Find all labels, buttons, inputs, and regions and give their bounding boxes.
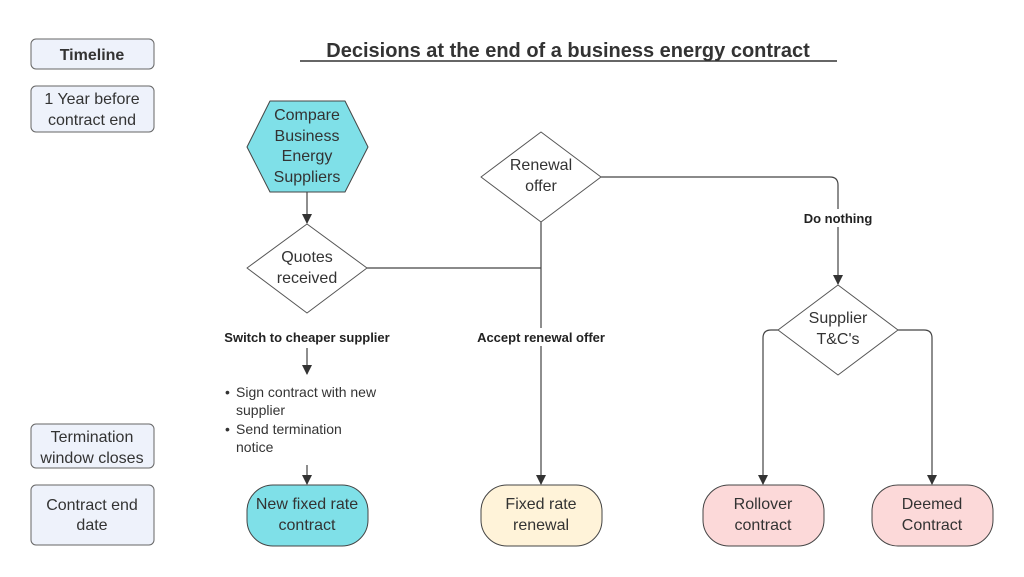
- supplier-tc-decision: Supplier T&C's: [777, 284, 899, 376]
- timeline-stage-1-year: 1 Year before contract end: [30, 85, 155, 133]
- node-label: offer: [525, 178, 557, 195]
- node-label: received: [277, 270, 337, 287]
- new-fixed-rate-contract-node: New fixed rate contract: [246, 484, 369, 547]
- stage-label: 1 Year before: [44, 91, 139, 108]
- node-label: Rollover: [734, 496, 793, 513]
- stage-label: Termination: [51, 429, 134, 446]
- node-label: contract: [735, 517, 792, 534]
- node-label: Deemed: [902, 496, 962, 513]
- compare-suppliers-node: Compare Business Energy Suppliers: [246, 100, 369, 193]
- stage-label: date: [76, 517, 107, 534]
- quotes-received-decision: Quotes received: [246, 223, 368, 314]
- node-label: Supplier: [809, 310, 868, 327]
- stage-label: window closes: [39, 450, 143, 467]
- node-label: Compare: [274, 107, 340, 124]
- rollover-contract-node: Rollover contract: [702, 484, 825, 547]
- node-label: renewal: [513, 517, 569, 534]
- connectors: [302, 176, 937, 485]
- node-label: Fixed rate: [505, 496, 576, 513]
- bullet: •: [225, 421, 230, 437]
- stage-label: contract end: [48, 112, 136, 129]
- node-label: T&C's: [816, 331, 859, 348]
- edge-label-switch: Switch to cheaper supplier: [224, 330, 389, 345]
- node-label: Contract: [902, 517, 963, 534]
- renewal-offer-decision: Renewal offer: [480, 131, 602, 223]
- node-label: contract: [279, 517, 336, 534]
- node-label: Renewal: [510, 157, 572, 174]
- action-item: notice: [236, 439, 274, 455]
- action-item: Send termination: [236, 421, 342, 437]
- node-label: Business: [275, 128, 340, 145]
- edge-label-do-nothing: Do nothing: [804, 211, 873, 226]
- action-item: Sign contract with new: [236, 384, 377, 400]
- timeline-stage-termination: Termination window closes: [30, 423, 155, 469]
- page-title: Decisions at the end of a business energ…: [326, 40, 810, 62]
- node-label: Suppliers: [274, 169, 341, 186]
- deemed-contract-node: Deemed Contract: [871, 484, 994, 547]
- node-label: New fixed rate: [256, 496, 358, 513]
- fixed-rate-renewal-node: Fixed rate renewal: [480, 484, 603, 547]
- action-item: supplier: [236, 402, 285, 418]
- edge-label-accept: Accept renewal offer: [477, 330, 605, 345]
- node-label: Energy: [282, 148, 333, 165]
- stage-label: Contract end: [46, 497, 138, 514]
- timeline-stage-contract-end: Contract end date: [30, 484, 155, 546]
- timeline-header-label: Timeline: [60, 47, 125, 64]
- node-label: Quotes: [281, 249, 333, 266]
- bullet: •: [225, 384, 230, 400]
- actions-list: • Sign contract with new supplier • Send…: [225, 384, 377, 455]
- timeline-header: Timeline: [30, 38, 155, 70]
